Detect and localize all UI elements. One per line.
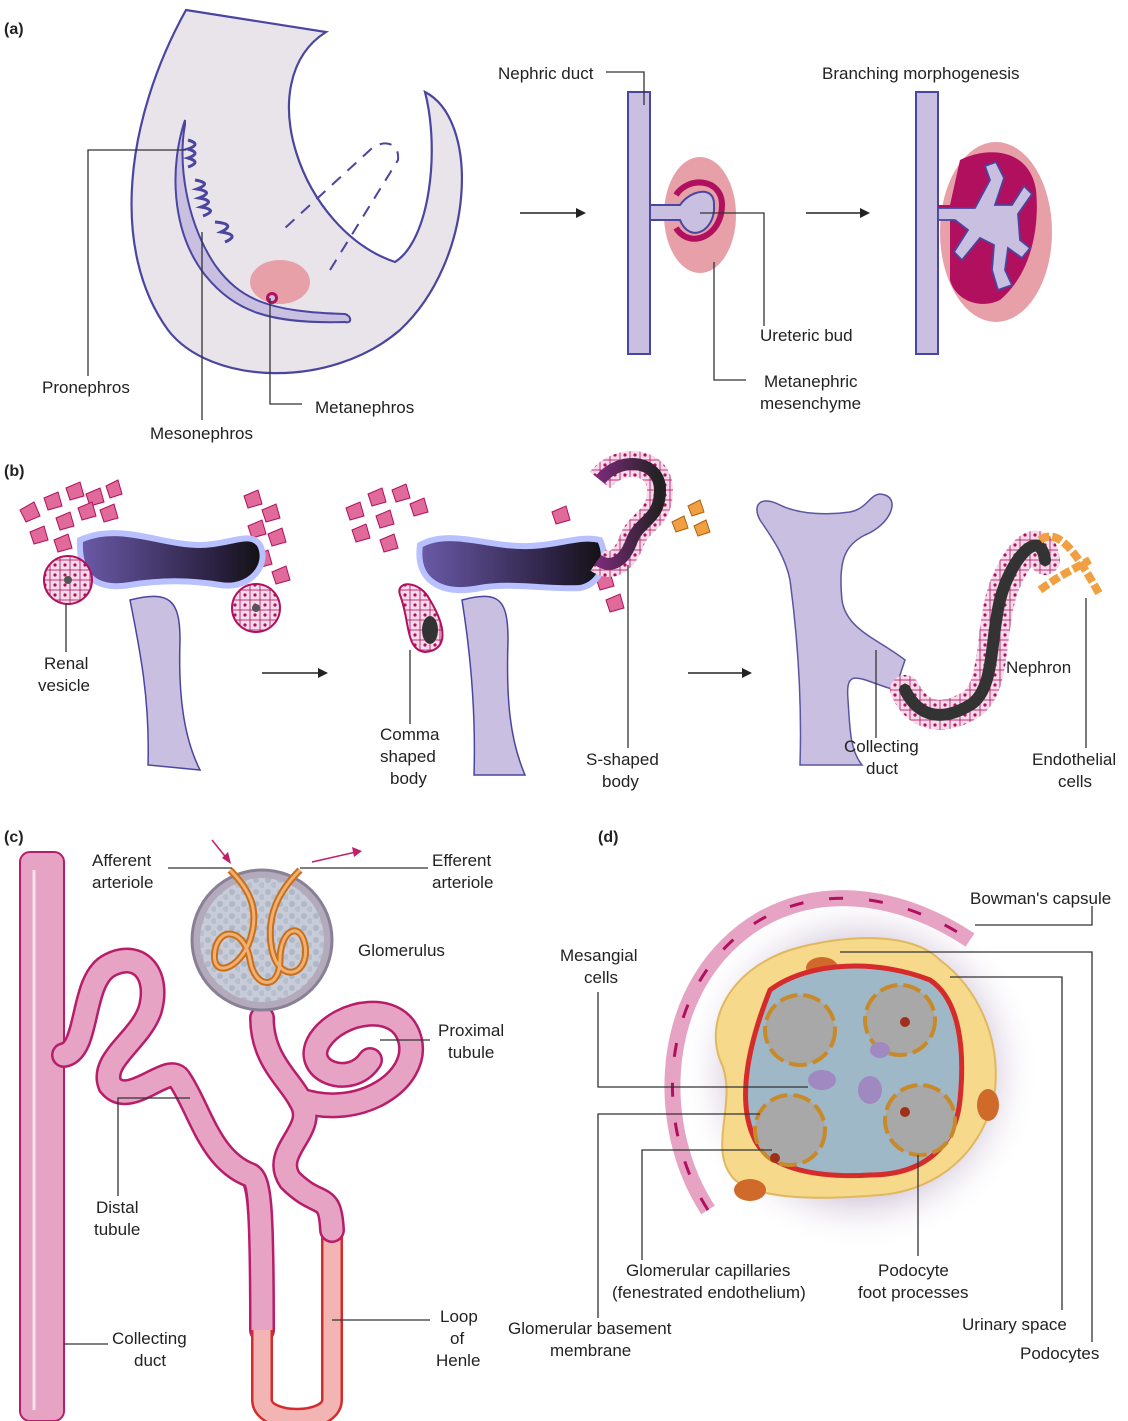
label-pronephros: Pronephros [42, 378, 130, 397]
label-podocytes: Podocytes [1020, 1344, 1099, 1363]
ureteric-bud-illustration [628, 92, 736, 354]
label-podocyte-foot-1: Podocyte [878, 1261, 949, 1280]
label-gbm-2: membrane [550, 1341, 631, 1360]
panel-label-a: (a) [4, 21, 24, 38]
label-metanephros: Metanephros [315, 398, 414, 417]
label-comma-1: Comma [380, 725, 440, 744]
label-gbm-1: Glomerular basement [508, 1319, 672, 1338]
panel-label-d: (d) [598, 829, 618, 846]
label-mesangial-1: Mesangial [560, 946, 638, 965]
embryo-illustration [132, 10, 462, 373]
label-capillaries-1: Glomerular capillaries [626, 1261, 790, 1280]
label-metanephric-mesenchyme-1: Metanephric [764, 372, 858, 391]
label-afferent-1: Afferent [92, 851, 152, 870]
label-podocyte-foot-2: foot processes [858, 1283, 969, 1302]
label-glomerulus: Glomerulus [358, 941, 445, 960]
renal-vesicle-illustration [20, 480, 290, 770]
label-distal-1: Distal [96, 1198, 139, 1217]
label-afferent-2: arteriole [92, 873, 153, 892]
label-loop-2: of [450, 1329, 464, 1348]
label-mesonephros: Mesonephros [150, 424, 253, 443]
label-nephric-duct: Nephric duct [498, 64, 594, 83]
label-efferent-1: Efferent [432, 851, 492, 870]
label-efferent-2: arteriole [432, 873, 493, 892]
panel-label-b: (b) [4, 463, 24, 480]
branching-illustration [916, 92, 1052, 354]
label-bowmans-capsule: Bowman's capsule [970, 889, 1111, 908]
arrow-icon [262, 668, 328, 678]
label-endothelial-1: Endothelial [1032, 750, 1116, 769]
label-collecting-c-1: Collecting [112, 1329, 187, 1348]
glomerulus-cross-section-illustration [672, 890, 1040, 1250]
label-ureteric-bud: Ureteric bud [760, 326, 853, 345]
label-collecting-duct-b-2: duct [866, 759, 898, 778]
arrow-icon [806, 208, 870, 218]
label-renal-vesicle-2: vesicle [38, 676, 90, 695]
label-comma-3: body [390, 769, 427, 788]
label-distal-2: tubule [94, 1220, 140, 1239]
label-s-shaped-2: body [602, 772, 639, 791]
label-loop-1: Loop [440, 1307, 478, 1326]
label-proximal-2: tubule [448, 1043, 494, 1062]
label-metanephric-mesenchyme-2: mesenchyme [760, 394, 861, 413]
leader-lines-b2 [410, 565, 628, 748]
label-renal-vesicle-1: Renal [44, 654, 88, 673]
nephron-illustration [757, 494, 1100, 765]
label-proximal-1: Proximal [438, 1021, 504, 1040]
label-nephron: Nephron [1006, 658, 1071, 677]
label-collecting-duct-b-1: Collecting [844, 737, 919, 756]
label-s-shaped-1: S-shaped [586, 750, 659, 769]
nephron-tubule-illustration [20, 840, 411, 1421]
label-endothelial-2: cells [1058, 772, 1092, 791]
label-capillaries-2: (fenestrated endothelium) [612, 1283, 806, 1302]
arrow-icon [688, 668, 752, 678]
panel-label-c: (c) [4, 829, 24, 846]
label-collecting-c-2: duct [134, 1351, 166, 1370]
arrow-icon [520, 208, 586, 218]
label-urinary-space: Urinary space [962, 1315, 1067, 1334]
label-loop-3: Henle [436, 1351, 480, 1370]
label-mesangial-2: cells [584, 968, 618, 987]
label-comma-2: shaped [380, 747, 436, 766]
label-branching-morphogenesis: Branching morphogenesis [822, 64, 1020, 83]
